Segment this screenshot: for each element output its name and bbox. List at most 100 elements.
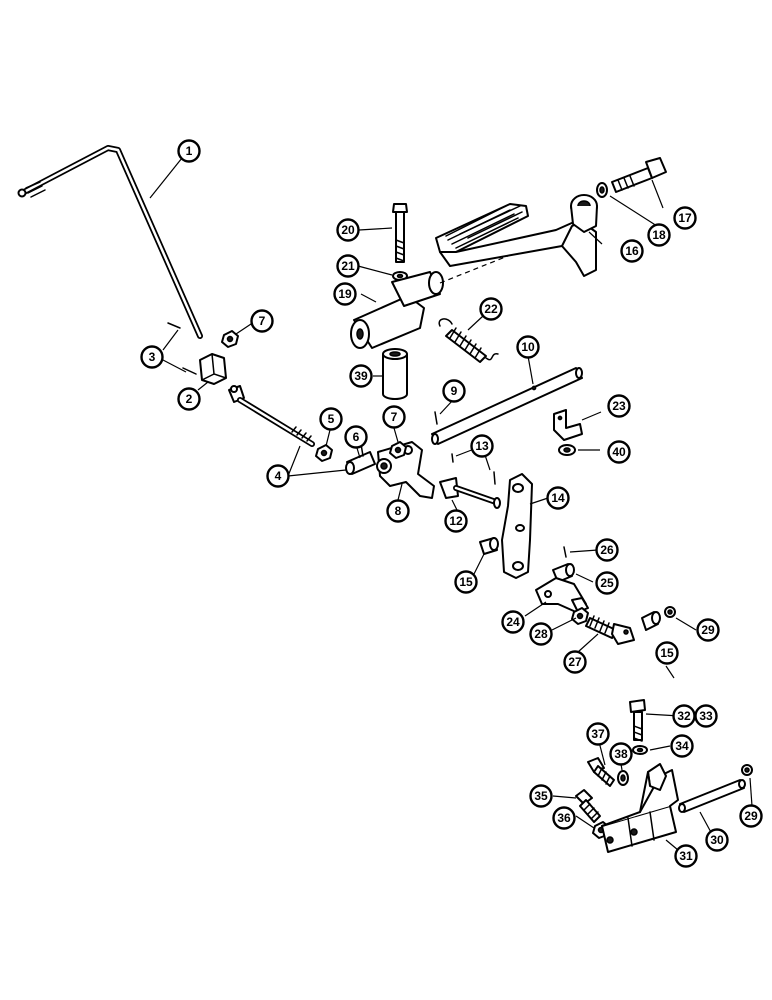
- svg-text:3: 3: [149, 350, 156, 364]
- svg-text:12: 12: [449, 514, 463, 528]
- callout-16: 16: [620, 239, 644, 263]
- callout-4: 4: [266, 464, 290, 488]
- svg-text:7: 7: [259, 314, 266, 328]
- part-pin-6: [345, 443, 376, 475]
- svg-text:27: 27: [568, 655, 582, 669]
- callout-3: 3: [140, 345, 164, 369]
- part-bushing-15a: [479, 537, 499, 555]
- svg-text:14: 14: [551, 491, 565, 505]
- part-link-rod-4: [228, 385, 315, 447]
- part-housing-31: [601, 763, 679, 853]
- callout-12: 12: [444, 509, 468, 533]
- svg-text:31: 31: [679, 849, 693, 863]
- svg-text:30: 30: [710, 833, 724, 847]
- svg-text:26: 26: [600, 543, 614, 557]
- svg-text:33: 33: [699, 709, 713, 723]
- part-bolt-32: [629, 699, 646, 742]
- callout-39: 39: [349, 364, 373, 388]
- part-bushing-15b: [641, 611, 661, 631]
- svg-text:20: 20: [341, 223, 355, 237]
- callout-2: 2: [177, 387, 201, 411]
- callout-1: 1: [177, 139, 201, 163]
- callout-8: 8: [386, 499, 410, 523]
- callout-29b: 29: [739, 804, 763, 828]
- callout-7a: 7: [250, 309, 274, 333]
- part-pins-13: [451, 453, 496, 485]
- svg-text:19: 19: [338, 287, 352, 301]
- part-bushing-39: [382, 348, 408, 400]
- svg-text:1: 1: [186, 144, 193, 158]
- part-bracket-8: [376, 441, 435, 499]
- part-washer-38: [617, 770, 629, 786]
- svg-text:9: 9: [451, 384, 458, 398]
- callout-10: 10: [516, 335, 540, 359]
- callout-38: 38: [609, 742, 633, 766]
- callout-30: 30: [705, 828, 729, 852]
- svg-text:40: 40: [612, 445, 626, 459]
- callout-27: 27: [563, 650, 587, 674]
- alignment-line: [439, 231, 569, 284]
- part-shaft-10: [431, 367, 583, 445]
- part-pin-25: [552, 563, 575, 583]
- part-spring-22: [438, 318, 499, 363]
- callout-21: 21: [336, 254, 360, 278]
- part-pedal-16: [435, 194, 598, 277]
- svg-text:5: 5: [328, 412, 335, 426]
- callout-37: 37: [586, 722, 610, 746]
- callout-5: 5: [319, 407, 343, 431]
- part-bolt-35: [575, 789, 601, 823]
- svg-text:39: 39: [354, 369, 368, 383]
- part-clevis-2: [199, 353, 227, 385]
- callout-14: 14: [546, 486, 570, 510]
- callout-33: 33: [694, 704, 718, 728]
- part-nut-28: [571, 607, 589, 625]
- callout-13: 13: [470, 434, 494, 458]
- part-bracket-23: [553, 409, 583, 441]
- callout-29a: 29: [696, 618, 720, 642]
- callout-15a: 15: [454, 570, 478, 594]
- callout-32: 32: [672, 704, 696, 728]
- svg-text:6: 6: [353, 430, 360, 444]
- svg-text:18: 18: [652, 228, 666, 242]
- part-nut-5: [315, 444, 333, 462]
- callout-19: 19: [333, 282, 357, 306]
- svg-text:15: 15: [459, 575, 473, 589]
- callout-23: 23: [607, 394, 631, 418]
- part-nut-40: [558, 444, 576, 456]
- svg-text:35: 35: [534, 789, 548, 803]
- part-hub-19: [350, 271, 444, 349]
- svg-text:29: 29: [744, 809, 758, 823]
- callout-15b: 15: [655, 641, 679, 665]
- svg-text:36: 36: [557, 811, 571, 825]
- part-clevis-12: [439, 477, 501, 509]
- callout-40: 40: [607, 440, 631, 464]
- svg-text:37: 37: [591, 727, 605, 741]
- callout-18: 18: [647, 223, 671, 247]
- svg-text:29: 29: [701, 623, 715, 637]
- part-bolt-20: [392, 203, 408, 263]
- callout-24: 24: [501, 610, 525, 634]
- part-pin-26: [563, 546, 567, 558]
- callout-6: 6: [344, 425, 368, 449]
- part-washer-18: [596, 182, 608, 198]
- part-nut-7b: [389, 441, 407, 459]
- svg-text:10: 10: [521, 340, 535, 354]
- callout-25: 25: [595, 571, 619, 595]
- callout-26: 26: [595, 538, 619, 562]
- part-lever-rod: [17, 145, 203, 339]
- svg-text:17: 17: [678, 211, 692, 225]
- part-washer-34: [632, 745, 648, 755]
- callout-35: 35: [529, 784, 553, 808]
- svg-text:15: 15: [660, 646, 674, 660]
- svg-text:2: 2: [186, 392, 193, 406]
- svg-text:32: 32: [677, 709, 691, 723]
- part-bolt-37: [587, 757, 615, 787]
- svg-text:24: 24: [506, 615, 520, 629]
- svg-text:23: 23: [612, 399, 626, 413]
- svg-text:22: 22: [484, 302, 498, 316]
- svg-text:13: 13: [475, 439, 489, 453]
- svg-text:38: 38: [614, 747, 628, 761]
- callout-20: 20: [336, 218, 360, 242]
- part-pins-3: [167, 322, 197, 375]
